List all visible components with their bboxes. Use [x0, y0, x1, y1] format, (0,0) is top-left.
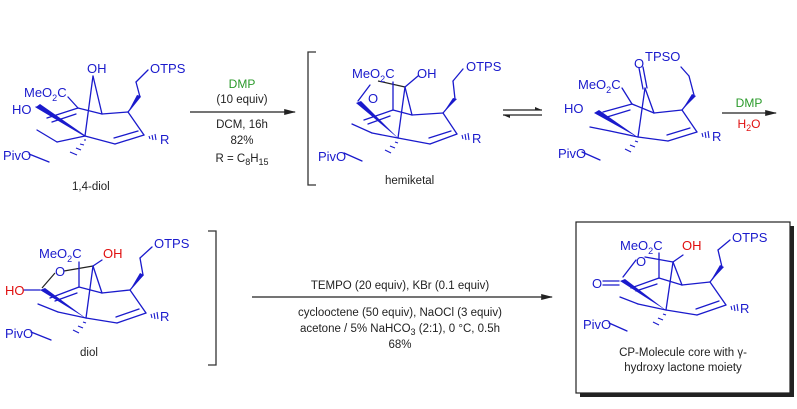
atom-tpso: TPSO: [645, 49, 680, 64]
conditions-line-3: acetone / 5% NaHCO3 (2:1), 0 °C, 0.5h: [300, 323, 500, 337]
r-definition: R = C8H15: [215, 153, 268, 167]
product-caption-line-1: CP-Molecule core with γ-: [619, 347, 747, 359]
skeleton-bonds: [581, 66, 698, 161]
compound-product: MeO2C OH OTPS O O R PivO: [583, 230, 768, 332]
reverse-arrow-head: [503, 115, 510, 118]
equilibrium-arrows: [503, 107, 542, 118]
yield: 68%: [388, 339, 411, 351]
atom-otps: OTPS: [150, 61, 186, 76]
reagent-water: H2O: [737, 117, 760, 133]
atom-r: R: [712, 129, 721, 144]
bracket-left: [307, 51, 316, 186]
compound-hemiketal: MeO2C OH OTPS O R PivO hemiketal: [318, 59, 502, 187]
conditions-line-2: cyclooctene (50 equiv), NaOCl (3 equiv): [298, 307, 502, 319]
atom-ho: HO: [12, 102, 32, 117]
hash-bond: [69, 133, 157, 156]
atom-r: R: [740, 301, 749, 316]
atom-pivo: PivO: [5, 326, 33, 341]
atom-o-carbonyl: O: [634, 56, 644, 71]
wedge-bond: [128, 95, 141, 112]
atom-pivo: PivO: [3, 148, 31, 163]
atom-pivo: PivO: [558, 146, 586, 161]
wedge-bond: [443, 98, 457, 113]
atom-ester: MeO2C: [578, 77, 621, 95]
atom-o-ring: O: [55, 264, 65, 279]
hash-bond: [652, 303, 739, 326]
compound-diol: MeO2C OH OTPS O HO R PivO diol: [5, 236, 190, 359]
hash-bond: [624, 130, 710, 153]
atom-ester: MeO2C: [39, 246, 82, 264]
atom-ho: HO: [564, 101, 584, 116]
yield: 82%: [230, 135, 253, 147]
atom-pivo: PivO: [318, 149, 346, 164]
atom-oh: OH: [103, 246, 123, 261]
atom-oh: OH: [87, 61, 107, 76]
atom-o-ring: O: [636, 254, 646, 269]
compound-label: hemiketal: [385, 175, 434, 187]
atom-oh: OH: [682, 238, 702, 253]
wedge-bond: [40, 288, 87, 319]
skeleton-bonds: [28, 69, 149, 163]
wedge-bond: [356, 101, 399, 139]
atom-r: R: [472, 131, 481, 146]
atom-ester: MeO2C: [24, 85, 67, 103]
bracket-right: [208, 230, 217, 366]
atom-otps: OTPS: [732, 230, 768, 245]
compound-label: diol: [80, 347, 98, 359]
atom-o: O: [368, 91, 378, 106]
atom-otps: OTPS: [466, 59, 502, 74]
atom-r: R: [160, 132, 169, 147]
solvent-time: DCM, 16h: [216, 119, 268, 131]
wedge-bond: [36, 104, 86, 136]
skeleton-bonds: [343, 68, 464, 162]
reagent-dmp: DMP: [736, 96, 763, 110]
atom-otps: OTPS: [154, 236, 190, 251]
wedge-bond: [710, 265, 724, 282]
step-2-arrow: DMP H2O: [722, 96, 778, 133]
reagent-dmp: DMP: [229, 77, 256, 91]
skeleton-bonds: [602, 239, 731, 332]
hash-bond: [72, 311, 159, 334]
forward-arrow-head: [535, 107, 542, 110]
wedge-bond: [594, 110, 639, 138]
atom-pivo: PivO: [583, 317, 611, 332]
atom-ho: HO: [5, 283, 25, 298]
wedge-bond: [620, 279, 667, 311]
reagent-equiv: (10 equiv): [216, 94, 267, 106]
hash-bond: [384, 132, 470, 154]
atom-ester: MeO2C: [352, 66, 395, 84]
atom-oh: OH: [417, 66, 437, 81]
atom-r: R: [160, 309, 169, 324]
product-caption-line-2: hydroxy lactone moiety: [624, 362, 742, 374]
conditions-line-1: TEMPO (20 equiv), KBr (0.1 equiv): [311, 280, 489, 292]
compound-ketone: O TPSO MeO2C HO R PivO: [558, 49, 721, 161]
atom-ester: MeO2C: [620, 238, 663, 256]
product-box: MeO2C OH OTPS O O R PivO CP-Molecule cor…: [575, 221, 794, 397]
step-1-arrow: DMP (10 equiv) DCM, 16h 82% R = C8H15: [190, 77, 297, 167]
wedge-bond: [130, 273, 144, 290]
step-3-arrow: TEMPO (20 equiv), KBr (0.1 equiv) cycloo…: [252, 280, 554, 351]
compound-1-4-diol: OH OTPS MeO2C HO R PivO 1,4-diol: [3, 61, 186, 193]
atom-o-carbonyl: O: [592, 276, 602, 291]
compound-label: 1,4-diol: [72, 181, 110, 193]
wedge-bond: [682, 94, 696, 110]
box-frame: [575, 221, 791, 394]
